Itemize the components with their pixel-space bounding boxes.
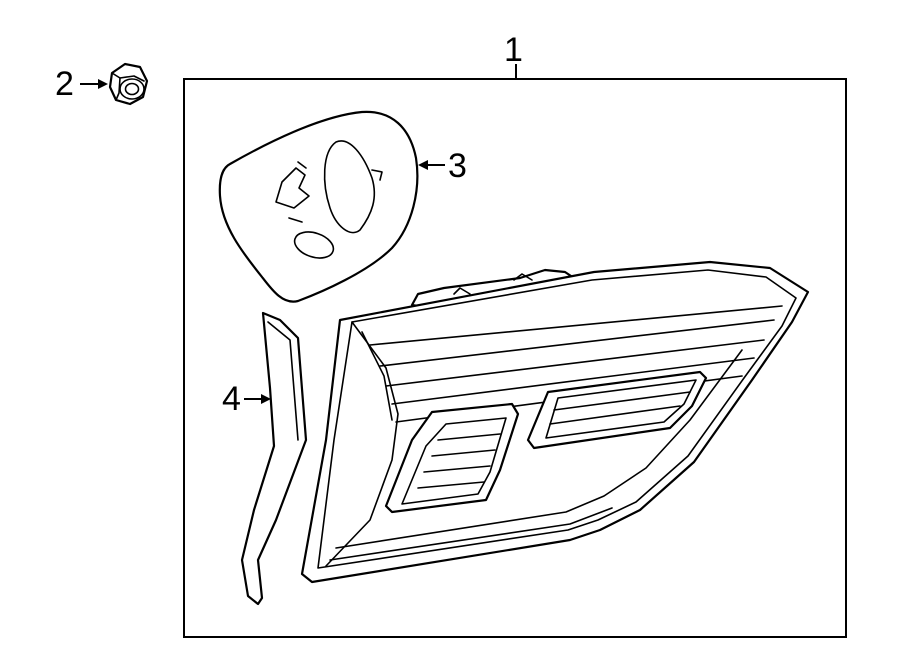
tail-lamp-drawing	[300, 260, 810, 584]
flange-nut-drawing	[108, 62, 149, 106]
callout-2-group: 2	[55, 65, 108, 103]
callout-4-group: 4	[222, 380, 271, 418]
callout-2-arrowhead	[98, 79, 108, 89]
callout-2-label: 2	[55, 65, 74, 103]
callout-3-label: 3	[448, 147, 467, 185]
gasket-drawing	[218, 110, 419, 303]
callout-3-arrowhead	[418, 160, 428, 170]
callout-1-label: 1	[504, 31, 523, 69]
seal-strip-drawing	[240, 311, 308, 606]
callout-4-label: 4	[222, 380, 241, 418]
callout-1-group: 1	[504, 31, 523, 79]
callout-3-group: 3	[418, 147, 467, 185]
callout-4-arrowhead	[261, 394, 271, 404]
